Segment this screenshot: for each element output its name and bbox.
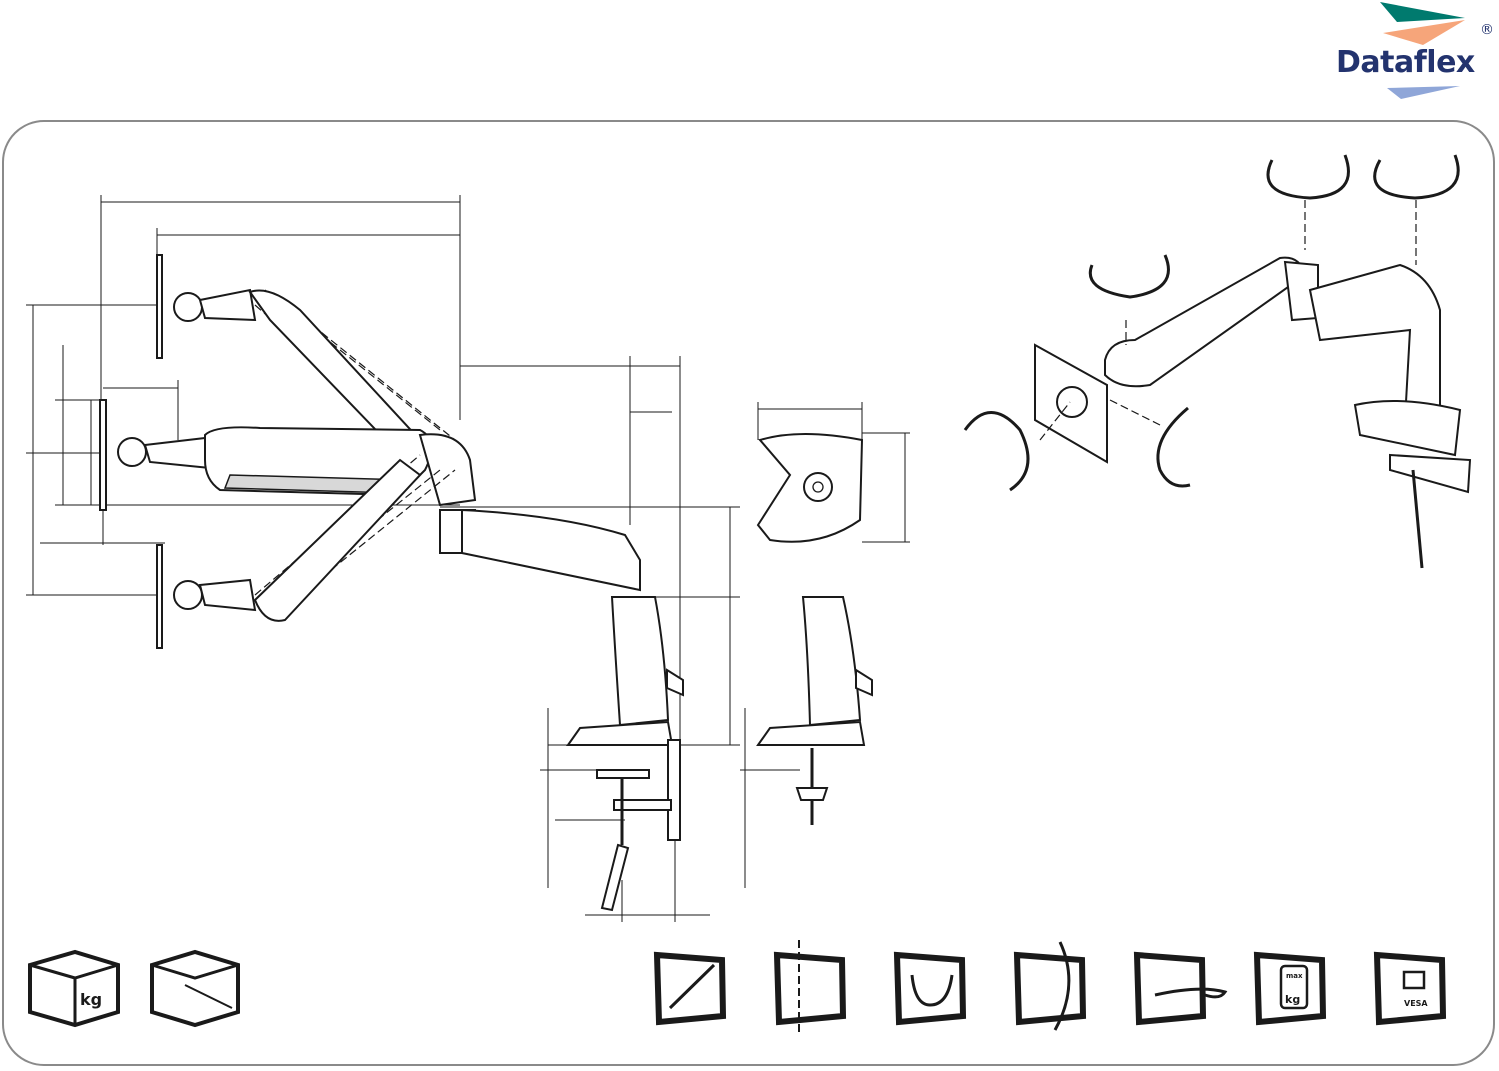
dimension-lines [26,195,910,922]
rotate-arrow-icon [1088,254,1170,299]
max-weight-label-top: max [1286,972,1303,980]
dataflex-logo: Dataflex ® [1322,0,1499,104]
tilt-icon [893,951,967,1026]
vesa-label: VESA [1404,999,1428,1008]
max-weight-label-bottom: kg [1285,993,1300,1006]
registered-mark: ® [1480,22,1494,38]
side-view-arm [99,254,873,912]
swivel-icon [1013,941,1087,1031]
rotate-arrow-icon [1266,154,1350,200]
height-adjust-icon [773,940,847,1035]
rotate-arrow-icon [1373,154,1460,200]
screen-size-icon [653,951,727,1026]
logo-wordmark: Dataflex [1336,45,1475,80]
rotate-icon [1133,951,1228,1026]
drawing-frame [2,120,1495,1066]
vesa-icon: VESA [1373,951,1447,1026]
package-weight-icon: kg [28,949,120,1028]
perspective-view [963,154,1472,569]
tilt-arrow-icon [963,411,1030,492]
package-weight-label: kg [80,990,102,1009]
tilt-arrow-icon [1156,406,1191,488]
package-dimensions-icon [150,949,240,1028]
max-weight-icon: max kg [1253,951,1327,1026]
